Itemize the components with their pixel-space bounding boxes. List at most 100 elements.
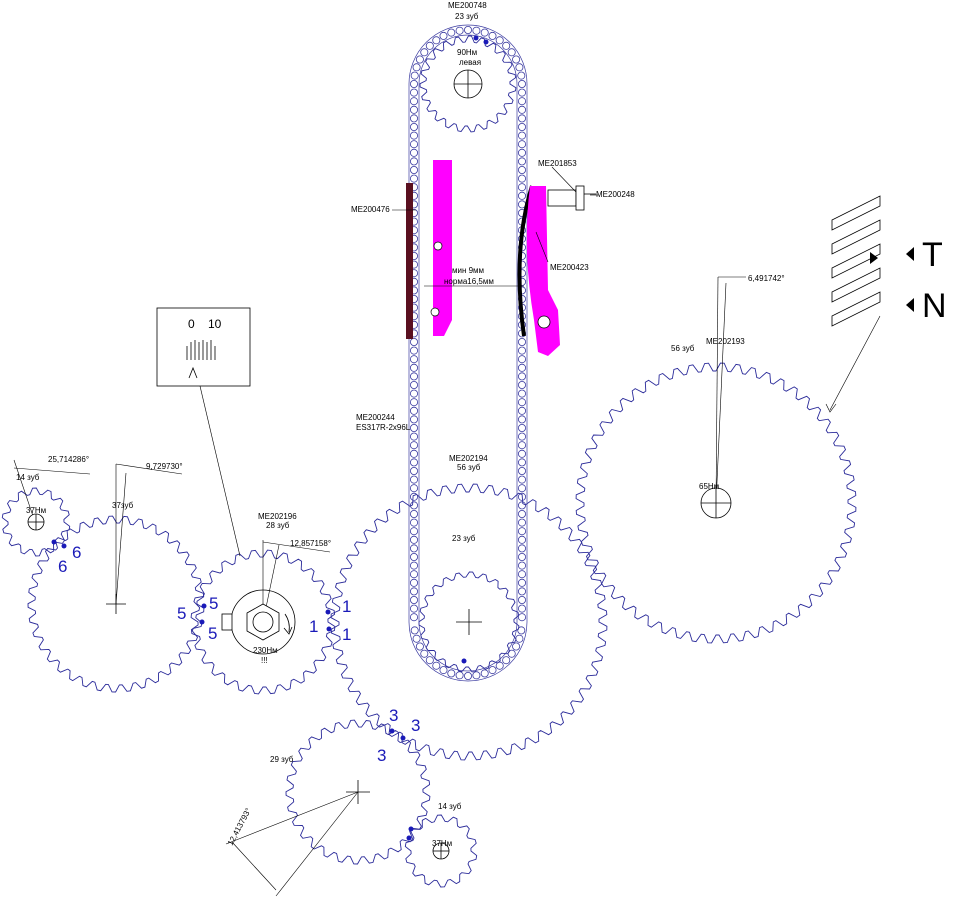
- chain-link: [518, 131, 527, 140]
- chain-link: [410, 71, 419, 80]
- chain-link: [488, 31, 497, 40]
- chain-link: [518, 88, 527, 97]
- gears: [1, 35, 857, 888]
- chain-link: [409, 165, 418, 174]
- chain-link: [518, 509, 527, 518]
- mark-5a: 5: [209, 594, 218, 613]
- chain-link: [409, 389, 418, 398]
- scale-label-left: 0: [188, 317, 195, 331]
- cam-torque-note: левая: [459, 58, 481, 67]
- chain-link: [409, 544, 418, 553]
- chain-link: [518, 587, 527, 596]
- chain-link: [409, 535, 418, 544]
- chain-link: [518, 466, 527, 475]
- left-big-angle-label: 9,729730°: [146, 462, 183, 471]
- chain-link: [502, 656, 511, 665]
- chain-link: [447, 669, 456, 678]
- chain-link: [480, 28, 489, 37]
- chain-link: [409, 406, 418, 415]
- chain-link: [409, 561, 418, 570]
- legend-n-label: N: [922, 287, 947, 325]
- crank-part-label: ME202196: [258, 512, 297, 521]
- chain-link: [472, 26, 481, 35]
- legend-tn: T N: [831, 195, 947, 327]
- chain-link: [439, 666, 448, 675]
- gear-left-big: [27, 515, 205, 693]
- chain-link: [518, 527, 527, 536]
- chain-guide-left: [406, 160, 452, 339]
- chain-link: [409, 527, 418, 536]
- chain-link: [495, 661, 504, 670]
- gear-intermediate: [330, 483, 608, 761]
- chain-link: [420, 649, 429, 658]
- tensioner-body: [547, 185, 596, 211]
- balancer-torque-label: 65Нм: [699, 482, 719, 491]
- chain-link: [409, 604, 418, 613]
- gear-balancer-right: [575, 362, 857, 644]
- chain-link: [409, 578, 418, 587]
- chain-link: [518, 458, 527, 467]
- chain-link: [463, 25, 472, 34]
- intermediate-part-label: ME202194: [449, 454, 488, 463]
- chain-link: [409, 553, 418, 562]
- chain-link: [409, 105, 418, 114]
- left-small-angle-label: 25,714286°: [48, 455, 89, 464]
- chain-link: [518, 337, 527, 346]
- chain-link: [409, 475, 418, 484]
- tensioner-bolt-label: ME200248: [596, 190, 635, 199]
- chain-link: [518, 355, 527, 364]
- chain-link: [409, 123, 418, 132]
- chain-link: [518, 535, 527, 544]
- gear-crank: [190, 549, 336, 695]
- chain-link: [409, 518, 418, 527]
- mark-3a: 3: [389, 706, 398, 725]
- chain-link: [518, 544, 527, 553]
- bottom-small-torque-label: 37Нм: [432, 839, 452, 848]
- chain-link: [425, 656, 434, 665]
- chain-link: [495, 36, 504, 45]
- crank-angle-label: 12,857158°: [290, 539, 331, 548]
- chain-link: [518, 484, 527, 493]
- chain-link: [518, 346, 527, 355]
- chain-link: [409, 355, 418, 364]
- chain-link: [518, 553, 527, 562]
- chain-link: [412, 63, 421, 72]
- chain-link: [409, 337, 418, 346]
- chain-link: [512, 55, 521, 64]
- left-small-teeth-label: 14 зуб: [16, 473, 40, 482]
- arrow-t-icon: [906, 247, 914, 261]
- chain-outline: [408, 24, 528, 682]
- mark-5b: 5: [177, 604, 186, 623]
- chain-link: [518, 157, 527, 166]
- bottom-mid-angle-label: 12,413793°: [226, 806, 253, 846]
- left-small-torque-label: 37Нм: [26, 506, 46, 515]
- chain-link: [409, 432, 418, 441]
- chain-link: [415, 55, 424, 64]
- gear-left-small: [1, 487, 71, 557]
- chain-link: [409, 458, 418, 467]
- chain-link: [515, 634, 524, 643]
- scale-label-right: 10: [208, 317, 222, 331]
- chain-link: [409, 398, 418, 407]
- chain-link: [409, 174, 418, 183]
- chain-link: [409, 449, 418, 458]
- chain-link: [439, 31, 448, 40]
- chain-link: [518, 449, 527, 458]
- mark-3b: 3: [411, 716, 420, 735]
- chain-link: [518, 578, 527, 587]
- chain-link: [507, 649, 516, 658]
- cam-teeth-label: 23 зуб: [455, 12, 479, 21]
- legend-t-label: T: [922, 236, 943, 274]
- crank-teeth-label: 28 зуб: [266, 521, 290, 530]
- chain-link: [409, 97, 418, 106]
- chain-link: [518, 114, 527, 123]
- scale-inset: 0 10: [156, 307, 251, 387]
- chain-link: [518, 389, 527, 398]
- chain-link: [409, 372, 418, 381]
- chain-link: [409, 157, 418, 166]
- timing-dots: [51, 35, 489, 841]
- chain-link: [518, 475, 527, 484]
- chain-link: [409, 80, 418, 89]
- guide-left-label: ME200476: [351, 205, 390, 214]
